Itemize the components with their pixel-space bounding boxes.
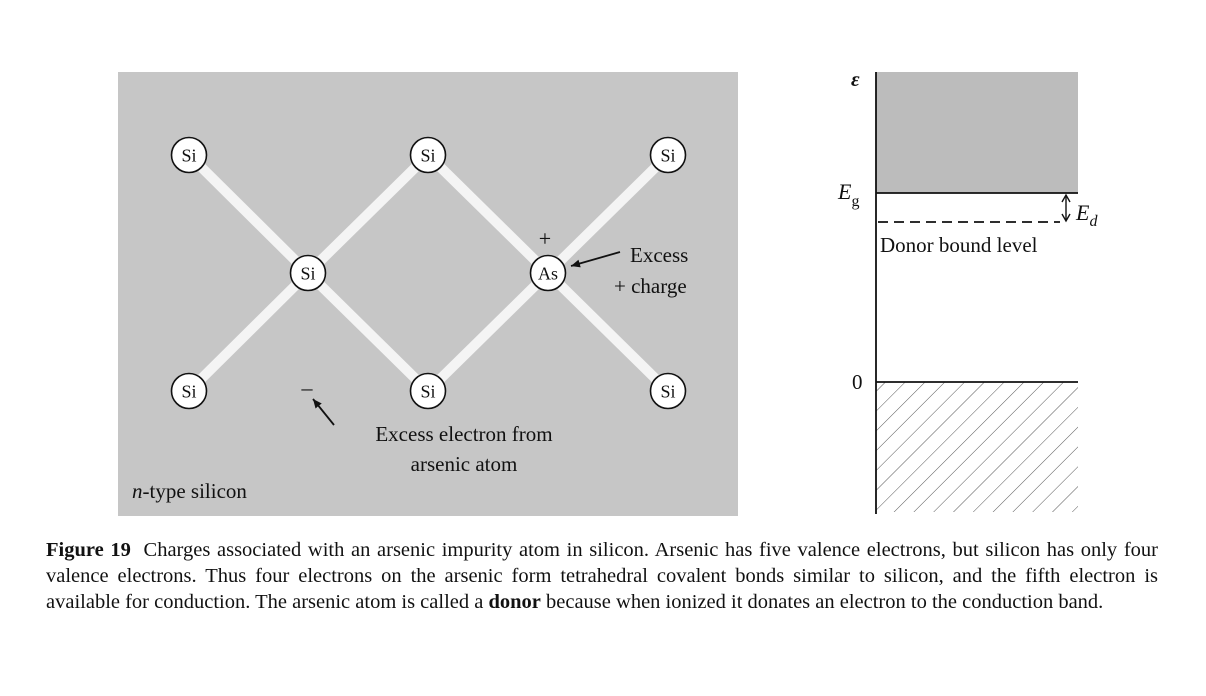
bond-ml-tc [304,151,432,277]
atom-si-bottom-center: Si [409,372,447,410]
bond-tl-ml [185,151,312,277]
band-gap-label-main: E [837,179,852,204]
donor-energy-label-main: E [1075,200,1090,225]
caption-bold-term: donor [488,591,541,613]
minus-sign: – [301,375,314,400]
excess-electron-label-line2: arsenic atom [411,452,518,476]
bond-ml-bl [185,269,312,395]
panel-label-rest: -type silicon [143,479,248,503]
atom-label: Si [420,146,435,166]
atom-si-top-right: Si [649,136,687,174]
atom-label: Si [420,382,435,402]
caption-figure-label: Figure 19 [46,539,131,561]
band-gap-label-sub: g [851,193,859,210]
ed-arrow-bottom-head [1061,213,1071,223]
excess-electron-arrow [312,398,335,426]
caption-text-part1: Charges associated with an arsenic impur… [46,539,1158,613]
excess-charge-arrow [570,251,621,268]
atom-si-bottom-right: Si [649,372,687,410]
lattice-panel: Si Si Si Si As Si Si Si + [118,72,738,516]
donor-level-label: Donor bound level [880,233,1038,257]
atom-si-middle-left: Si [289,254,327,292]
donor-energy-label-sub: d [1089,213,1098,230]
excess-charge-label-line1: Excess [630,243,688,267]
donor-energy-label: Ed [1075,200,1098,230]
bonds [185,151,672,395]
atom-si-bottom-left: Si [170,372,208,410]
atom-label: Si [660,382,675,402]
panel-label: n-type silicon [132,479,247,503]
bond-as-tr [544,151,672,277]
atom-label: Si [300,264,315,284]
ed-arrow-top-head [1061,193,1071,203]
zero-energy-label: 0 [852,370,863,394]
excess-charge-label-line2: + charge [614,274,687,298]
plus-sign: + [539,226,551,251]
atom-si-top-center: Si [409,136,447,174]
atom-label: Si [181,146,196,166]
bond-as-br [544,269,672,395]
atom-si-top-left: Si [170,136,208,174]
figure-caption: Figure 19 Charges associated with an ars… [46,537,1158,615]
valence-band [876,382,1078,512]
bond-bc-as [424,269,552,395]
energy-axis-label: ε [851,67,860,91]
excess-electron-label-line1: Excess electron from [375,422,552,446]
caption-text-part2: because when ionized it donates an elect… [540,591,1104,613]
bond-ml-bc [304,269,432,395]
bond-tc-as [424,151,552,277]
panel-label-italic: n [132,479,143,503]
conduction-band [876,72,1078,193]
band-gap-label: Eg [837,179,859,210]
atom-as-middle-right: As [529,254,567,292]
atom-label: As [538,264,558,284]
atom-label: Si [660,146,675,166]
band-diagram: ε Eg Ed Donor bound level 0 [837,67,1098,514]
atom-label: Si [181,382,196,402]
